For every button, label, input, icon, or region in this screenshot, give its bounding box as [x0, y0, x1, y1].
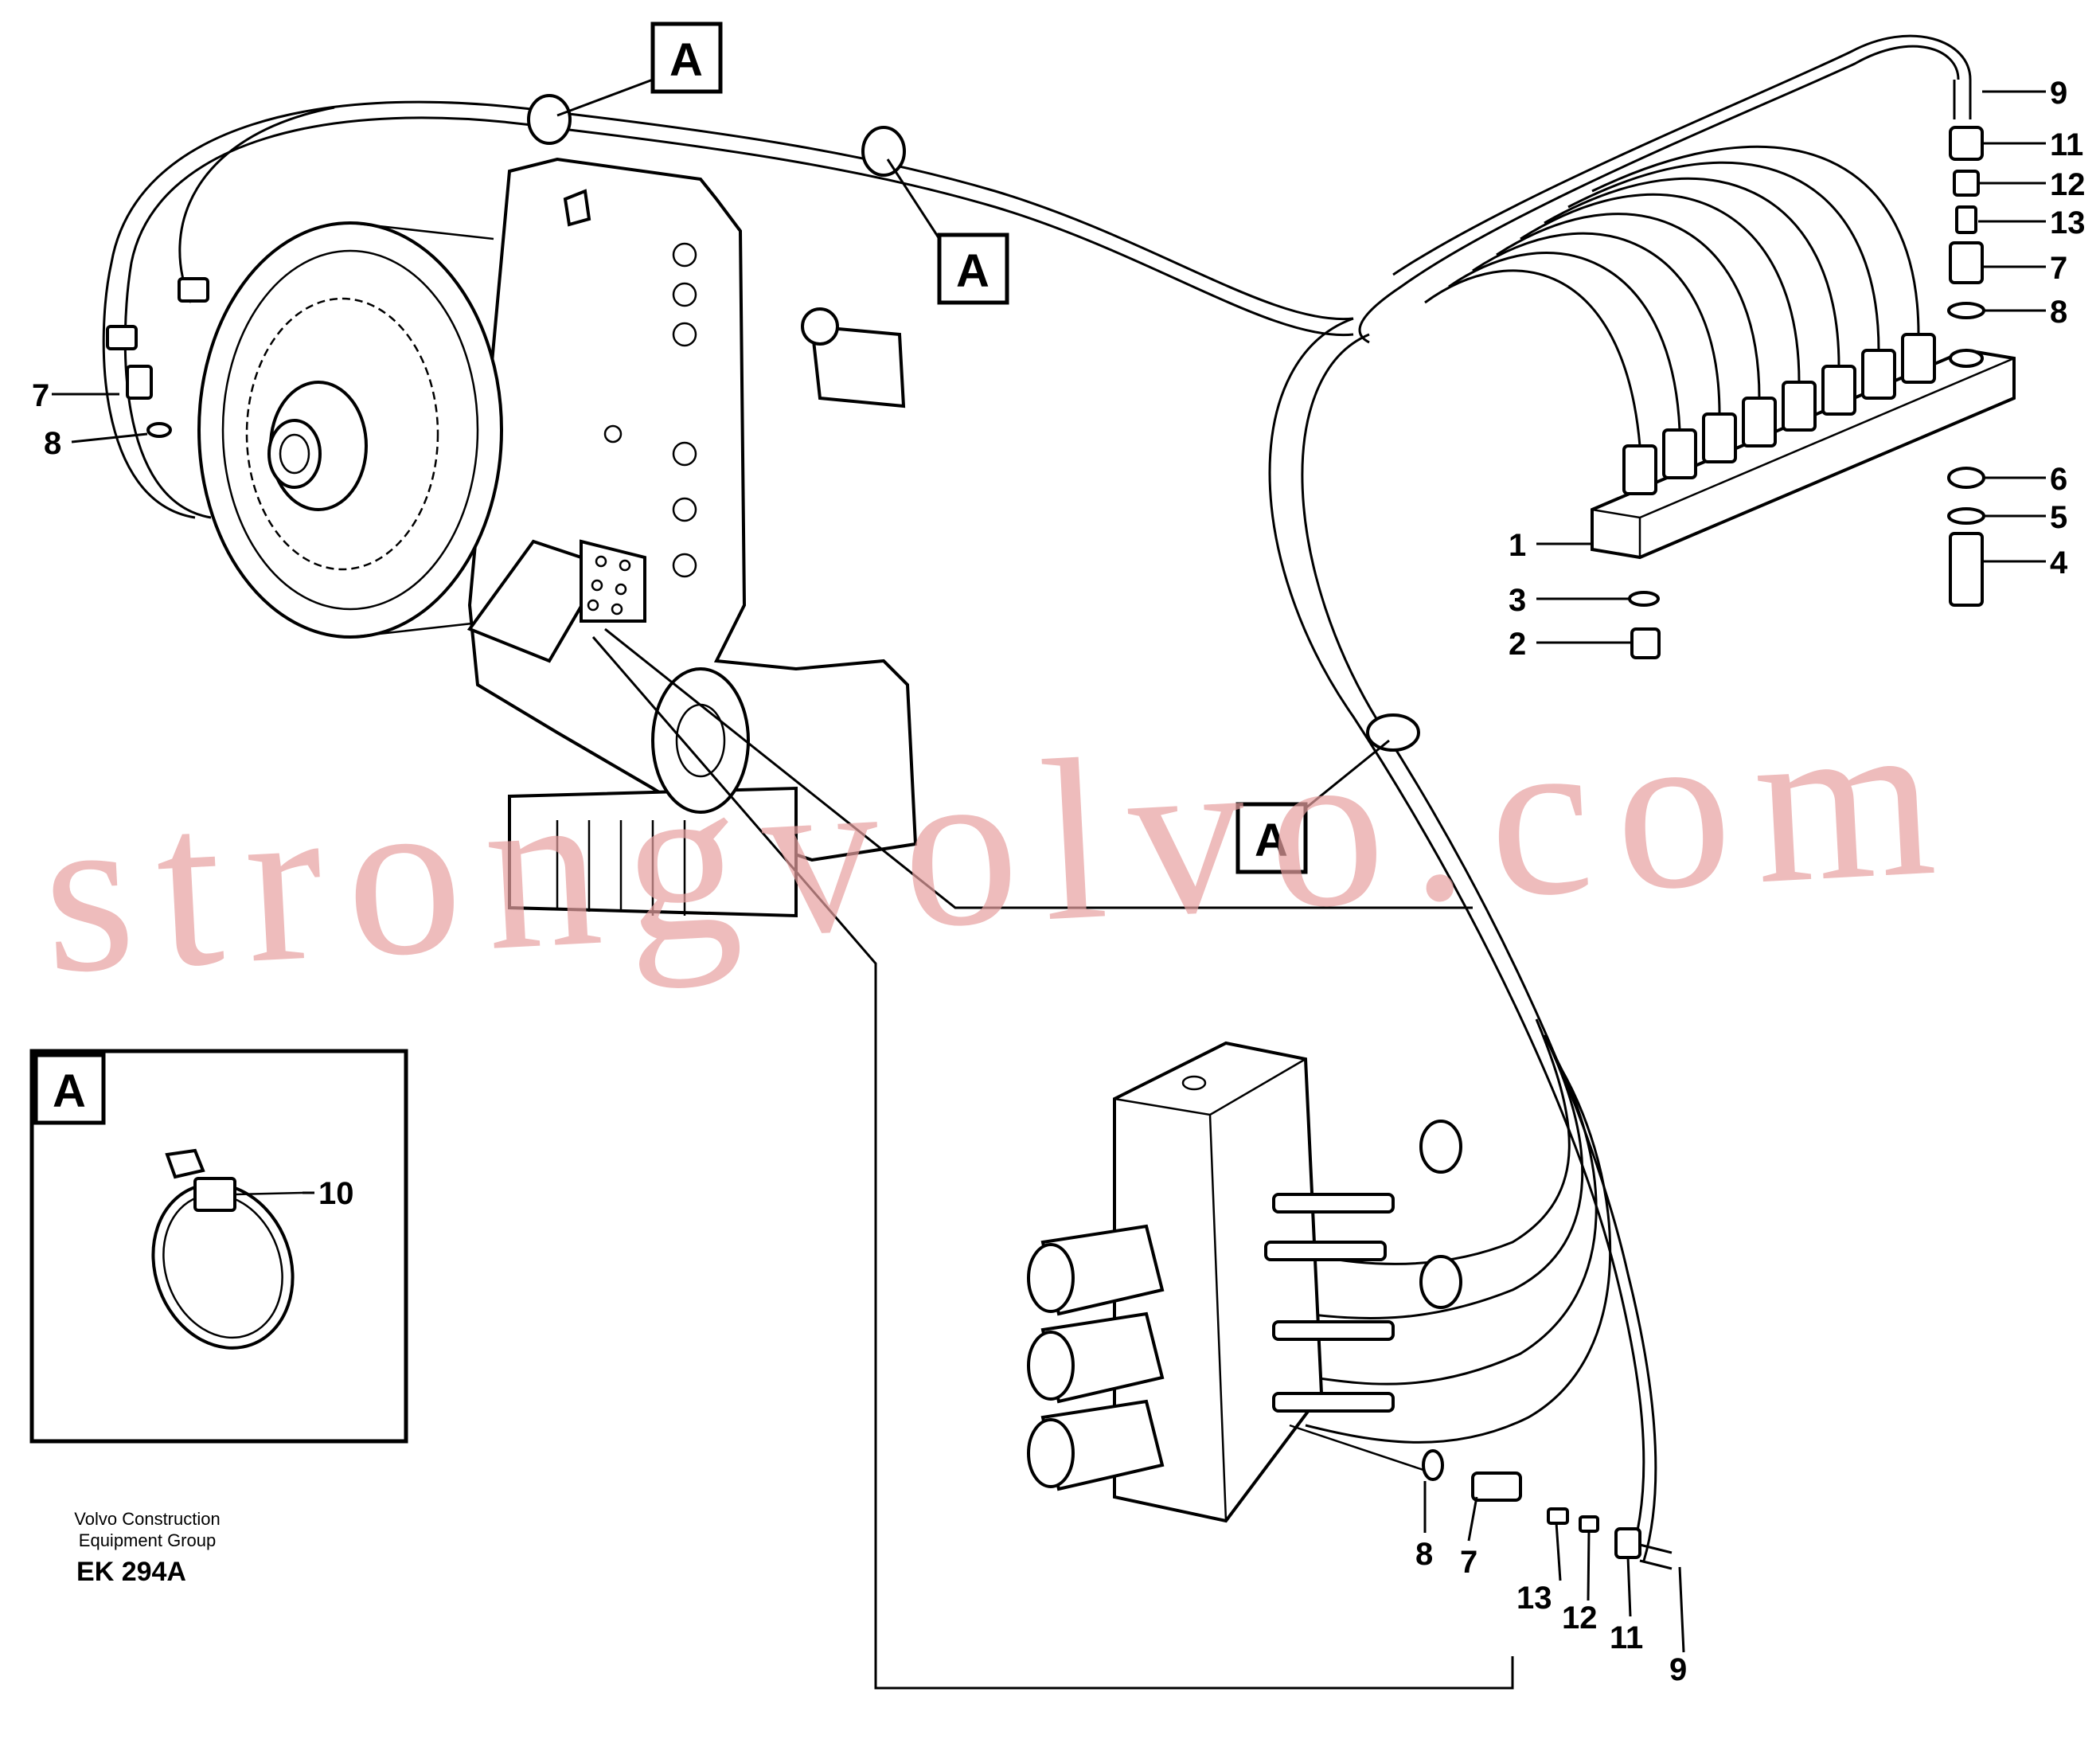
detail-tag-label: A	[669, 34, 703, 86]
callout-7-top: 7	[2050, 251, 2067, 286]
callout-13-top: 13	[2050, 205, 2086, 240]
callout-11-top: 11	[2050, 127, 2083, 162]
callout-2: 2	[1509, 627, 1526, 662]
callout-10: 10	[318, 1176, 354, 1211]
footer: Volvo Construction Equipment Group EK 29…	[74, 1509, 220, 1587]
callout-3: 3	[1509, 583, 1526, 618]
footer-code: EK 294A	[76, 1557, 186, 1587]
callout-12-top: 12	[2050, 167, 2086, 202]
detail-a-inset: A	[29, 1049, 408, 1444]
callout-7-left: 7	[32, 378, 49, 413]
watermark: strongvolvo.com	[37, 666, 1964, 1022]
transmission-assembly	[197, 157, 918, 918]
control-valve	[1027, 1041, 1673, 1570]
callout-1: 1	[1509, 528, 1526, 563]
detail-tag-label: A	[53, 1065, 86, 1117]
callout-8-bottom: 8	[1415, 1537, 1433, 1572]
detail-tag-label: A	[1255, 815, 1288, 866]
callout-11-bottom: 11	[1610, 1620, 1643, 1655]
callout-12-bottom: 12	[1562, 1600, 1598, 1636]
callout-9-bottom: 9	[1669, 1652, 1687, 1687]
callout-7-bottom: 7	[1460, 1545, 1477, 1580]
detail-tag-3: A	[1235, 739, 1390, 874]
detail-tag-label: A	[956, 245, 989, 297]
detail-tag-1: A	[556, 21, 723, 117]
hose-routing	[102, 34, 1972, 1561]
detail-tag-2: A	[886, 158, 1009, 305]
footer-line-1: Volvo Construction	[74, 1509, 220, 1529]
callout-13-bottom: 13	[1516, 1581, 1552, 1616]
callout-numbers: 7 8 9 11 12 13 7 8 6 5 4 1 3 2 10 8 7 13…	[32, 76, 2086, 1687]
footer-line-2: Equipment Group	[79, 1530, 216, 1550]
callout-8-top: 8	[2050, 295, 2067, 330]
callout-4: 4	[2050, 545, 2068, 580]
zoom-leaders	[591, 627, 1514, 1690]
left-fitting-stack	[106, 277, 209, 438]
callout-leaders	[52, 90, 2046, 1653]
callout-9-top: 9	[2050, 76, 2067, 111]
callout-5: 5	[2050, 500, 2067, 535]
callout-8-left: 8	[44, 426, 61, 461]
callout-6: 6	[2050, 462, 2067, 497]
